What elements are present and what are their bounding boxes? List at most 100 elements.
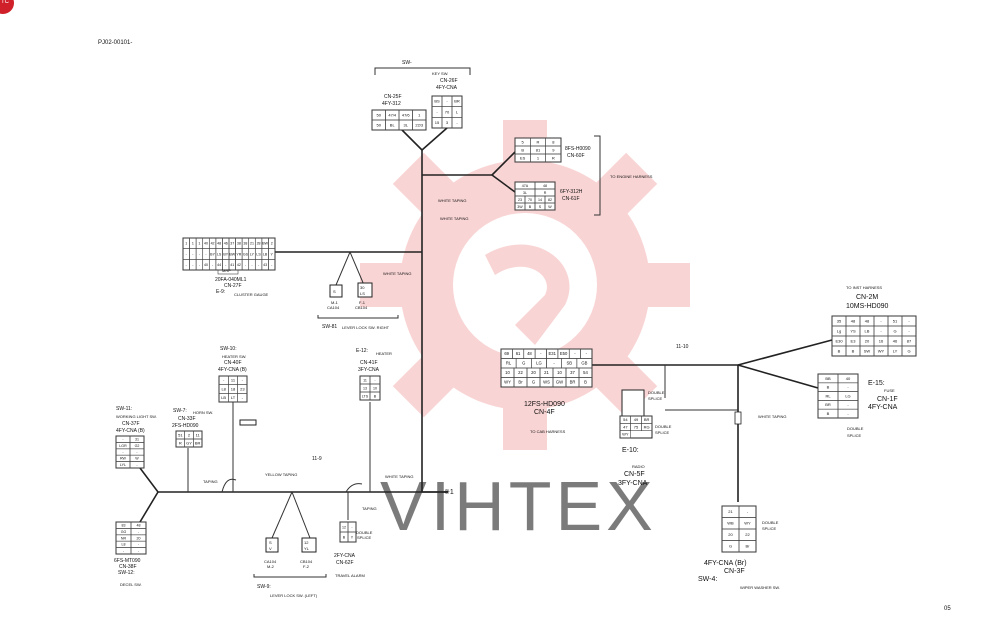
connector-pin-label: 37 <box>230 242 234 246</box>
connector-pin-label: L8 <box>221 386 226 391</box>
radio-name: RADIO <box>632 464 645 469</box>
branch-11-10: 11-10 <box>676 344 689 350</box>
connector-pin-label: WY <box>622 432 629 437</box>
connector-pin-label: 42 <box>237 263 241 267</box>
connector-pin-label: YS <box>850 328 856 333</box>
connector-pin-label: 54 <box>623 417 628 422</box>
connector-pin-label: 8 <box>552 139 555 144</box>
connector-pin-label: 40 <box>846 376 851 381</box>
connector-pin-label: 10 <box>373 386 377 390</box>
wire-to-fuse <box>737 364 819 389</box>
connector-pin-label: 48 <box>217 242 221 246</box>
connector-pin-label: - <box>138 543 140 547</box>
cluster-code: E-9: <box>216 289 225 295</box>
connector-pin-label: 40 <box>204 263 208 267</box>
lever-lock-right-plug-b <box>357 282 373 298</box>
working-light-code: SW-11: <box>116 406 132 412</box>
connector-pin-label: WS <box>543 380 550 385</box>
gear-hole <box>453 213 597 357</box>
connector-pin-label: B <box>374 394 377 398</box>
connector-pin-label: LT <box>231 395 236 400</box>
connector-pin-label: 22 <box>745 532 750 537</box>
watermark-gear-logo <box>360 120 690 450</box>
lever-lock-left-ca: CA104 <box>264 559 277 564</box>
svg-text:12: 12 <box>304 540 309 545</box>
working-light-name: WORKING LIGHT SW. <box>116 414 157 419</box>
connector-pin-label: - <box>436 109 438 114</box>
svg-text:S: S <box>269 540 272 545</box>
connector-pin-label: - <box>747 509 749 514</box>
connector-pin-label: 1 <box>192 242 194 246</box>
connector-pin-label: BR <box>644 417 650 422</box>
connector-pin-label: 10 <box>557 370 562 375</box>
connector-pin-label: 1 <box>537 155 540 160</box>
connector-pin-label: G <box>532 380 535 385</box>
connector-pin-label: 10 <box>505 370 510 375</box>
connector-pin-label: B <box>838 348 841 353</box>
connector-pin-label: SW <box>864 348 871 353</box>
connector-pin-label: G <box>522 361 525 366</box>
fuse-code: E-15: <box>868 380 885 387</box>
connector-pin-label: - <box>192 252 194 256</box>
connector-pin-label: BB <box>825 376 831 381</box>
connector-pin-label: 70 <box>528 198 532 202</box>
connector-pin-label: 5 <box>522 139 525 144</box>
wire-to-cn26f <box>421 127 448 151</box>
connector-pin-label: BR <box>570 380 576 385</box>
svg-text:SPLICE: SPLICE <box>648 396 663 401</box>
connector-pin-label: 1 <box>198 242 200 246</box>
connector-pin-label: 47A <box>522 184 529 188</box>
connector-pin <box>738 540 757 553</box>
connector-pin-label: Lg <box>837 328 841 333</box>
connector-pin-label: 1 <box>185 242 187 246</box>
svg-text:DOUBLE: DOUBLE <box>762 520 779 525</box>
lever-lock-right-name: LEVER LOCK SW. RIGHT <box>342 325 390 330</box>
connector-pin-label: RG <box>644 424 650 429</box>
yellow-taping-label: YELLOW TAPING <box>265 472 297 477</box>
connector-pin-label: - <box>847 411 849 416</box>
connector-pin-label: 15 <box>435 120 440 125</box>
connector-pin-label: WY <box>504 380 511 385</box>
connector-pin-label: Br <box>518 380 523 385</box>
heater-sw-part: 4FY-CNA (B) <box>218 367 247 373</box>
connector-pin-label: - <box>574 351 576 356</box>
connector-pin-label: 49 <box>634 417 639 422</box>
connector-pin-label: S <box>539 205 542 209</box>
connector-pin-label: 48 <box>865 318 870 323</box>
connector-pin-label: 20 <box>137 536 141 540</box>
connector-pin-label: Br <box>746 544 751 549</box>
cn25f-part: 4FY-312 <box>382 101 401 107</box>
working-light-part: 4FY-CNA (B) <box>116 428 145 434</box>
connector-pin-label: GS <box>243 252 249 256</box>
connector-pin-label: RL <box>506 361 512 366</box>
connector-pin-label: E31 <box>548 351 556 356</box>
connector-pin-label: - <box>847 402 849 407</box>
wire-splice-arc <box>221 478 237 493</box>
connector-pin-label: 11 <box>363 378 367 382</box>
cluster-name: CLUSTER GAUGE <box>234 292 269 297</box>
gear-tooth <box>640 263 690 307</box>
connector-pin-label: 20 <box>728 532 733 537</box>
connector-pin-label: - <box>123 549 125 553</box>
connector-pin-label: - <box>122 450 124 454</box>
connector-pin-label: - <box>374 378 376 382</box>
connector-pin-label: 31 <box>135 437 139 441</box>
cn60f-part: 8FS-H0090 <box>565 146 591 152</box>
connector-pin-label: E30 <box>835 338 843 343</box>
lever-lock-left-group: S V 12 YL CA104 M-2 CB104 F-2 SW-9: LEVE… <box>253 537 327 598</box>
svg-text:DOUBLE: DOUBLE <box>648 390 665 395</box>
connector-pin-label: - <box>446 99 448 104</box>
connector-pin-label: 61 <box>516 351 521 356</box>
lever-lock-right-code: SW-81 <box>322 324 337 330</box>
lever-lock-right-f: F-1 <box>359 300 366 305</box>
connector-pin-label: 16 <box>879 338 884 343</box>
connector-pin-label: - <box>847 385 849 390</box>
